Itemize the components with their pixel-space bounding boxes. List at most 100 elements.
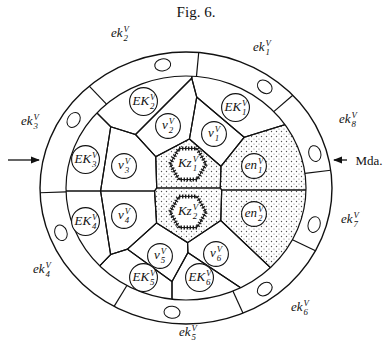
superscript: V bbox=[34, 113, 39, 122]
cell-nucleus: v6V bbox=[203, 241, 229, 267]
label-base: v bbox=[154, 247, 160, 262]
superscript: V bbox=[92, 151, 97, 160]
cell-nucleus: v2V bbox=[155, 113, 181, 139]
cell-nucleus: en2V bbox=[241, 201, 267, 227]
cell-label: Kz2V bbox=[178, 203, 198, 221]
cell-label: v2V bbox=[162, 117, 174, 135]
label-index: 2V bbox=[124, 25, 129, 43]
axis-label: Mda. bbox=[355, 154, 382, 167]
label-base: ek bbox=[291, 299, 303, 314]
radial-wall bbox=[114, 285, 127, 306]
label-index: 1V bbox=[215, 125, 220, 143]
superscript: V bbox=[258, 157, 263, 166]
subscript: 8 bbox=[352, 120, 357, 129]
cell-nucleus: EK1V bbox=[221, 93, 250, 122]
cell-nucleus: v5V bbox=[147, 243, 173, 269]
cell-label: EK1V bbox=[224, 99, 247, 117]
subscript: 1 bbox=[266, 48, 271, 57]
label-base: v bbox=[162, 117, 168, 132]
cell-nucleus: EK5V bbox=[129, 263, 158, 292]
label-base: ek bbox=[111, 25, 123, 40]
ectoderm-nucleus bbox=[255, 77, 275, 96]
subscript: 6 bbox=[304, 308, 309, 317]
cell-label: ek1V bbox=[253, 39, 271, 57]
label-index: 3V bbox=[125, 157, 130, 175]
label-index: 1V bbox=[258, 157, 263, 175]
superscript: V bbox=[242, 99, 247, 108]
label-base: v bbox=[118, 207, 124, 222]
superscript: V bbox=[352, 111, 357, 120]
cell-label: v1V bbox=[208, 125, 220, 143]
superscript: V bbox=[46, 261, 51, 270]
nucleus-outline bbox=[147, 243, 173, 269]
cell-label: ek2V bbox=[111, 25, 129, 43]
label-base: EK bbox=[224, 99, 241, 114]
subscript: 2 bbox=[150, 102, 155, 111]
label-base: v bbox=[118, 157, 124, 172]
nucleus-outline bbox=[155, 113, 181, 139]
subscript: 5 bbox=[192, 333, 197, 342]
subscript: 1 bbox=[215, 134, 220, 143]
label-index: 3V bbox=[34, 113, 39, 131]
cell-label: v6V bbox=[210, 245, 222, 263]
superscript: V bbox=[150, 269, 155, 278]
ectoderm-nucleus bbox=[163, 306, 180, 320]
label-base: ek bbox=[253, 39, 265, 54]
superscript: V bbox=[215, 125, 220, 134]
cell-label: EK4V bbox=[74, 213, 97, 231]
cell-nucleus: EK2V bbox=[129, 87, 158, 116]
axis-arrow bbox=[8, 159, 39, 160]
label-base: Kz bbox=[178, 155, 192, 170]
superscript: V bbox=[217, 245, 222, 254]
superscript: V bbox=[354, 211, 359, 220]
figure-title: Fig. 6. bbox=[177, 5, 216, 20]
cell-wall bbox=[192, 0, 391, 137]
label-index: 6V bbox=[217, 245, 222, 263]
label-index: 4V bbox=[92, 213, 97, 231]
cell-wall bbox=[0, 191, 111, 344]
label-base: EK bbox=[132, 269, 149, 284]
label-index: 7V bbox=[354, 211, 359, 229]
subscript: 3 bbox=[125, 166, 130, 175]
cell-nucleus: v3V bbox=[111, 153, 137, 179]
subscript: 1 bbox=[193, 164, 198, 173]
label-index: 2V bbox=[258, 205, 263, 223]
subscript: 4 bbox=[92, 222, 97, 231]
cell-label: v4V bbox=[118, 207, 130, 225]
superscript: V bbox=[125, 157, 130, 166]
label-index: 1V bbox=[193, 155, 198, 173]
outer-wall bbox=[40, 52, 332, 324]
label-index: 3V bbox=[92, 151, 97, 169]
superscript: V bbox=[206, 269, 211, 278]
cell-nucleus: EK3V bbox=[71, 145, 100, 174]
label-index: 2V bbox=[150, 93, 155, 111]
cell-nucleus: Kz2V bbox=[170, 194, 206, 230]
cell-nucleus: EK4V bbox=[71, 207, 100, 236]
cell-nucleus: Kz1V bbox=[170, 146, 206, 182]
label-index: 5V bbox=[161, 247, 166, 265]
superscript: V bbox=[92, 213, 97, 222]
label-index: 8V bbox=[352, 111, 357, 129]
subscript: 3 bbox=[34, 122, 39, 131]
cell-nucleus: en1V bbox=[241, 153, 267, 179]
cell-wall bbox=[172, 253, 325, 344]
subscript: 1 bbox=[258, 166, 263, 175]
label-base: EK bbox=[188, 269, 205, 284]
subscript: 7 bbox=[354, 220, 359, 229]
ectoderm-nucleus bbox=[307, 144, 323, 163]
axis-arrow bbox=[334, 159, 347, 160]
label-base: EK bbox=[74, 213, 91, 228]
cell-nucleus: v4V bbox=[111, 203, 137, 229]
subscript: 5 bbox=[161, 256, 166, 265]
cell-label: EK6V bbox=[188, 269, 211, 287]
cell-wall bbox=[101, 191, 157, 255]
cell-label: v5V bbox=[154, 247, 166, 265]
cell-nucleus: v1V bbox=[201, 121, 227, 147]
cell-label: v3V bbox=[118, 157, 130, 175]
ectoderm-nucleus bbox=[52, 223, 69, 242]
nucleus-outline bbox=[203, 241, 229, 267]
ectoderm-nucleus bbox=[255, 280, 275, 299]
label-index: 1V bbox=[266, 39, 271, 57]
nucleus-outline bbox=[111, 203, 137, 229]
